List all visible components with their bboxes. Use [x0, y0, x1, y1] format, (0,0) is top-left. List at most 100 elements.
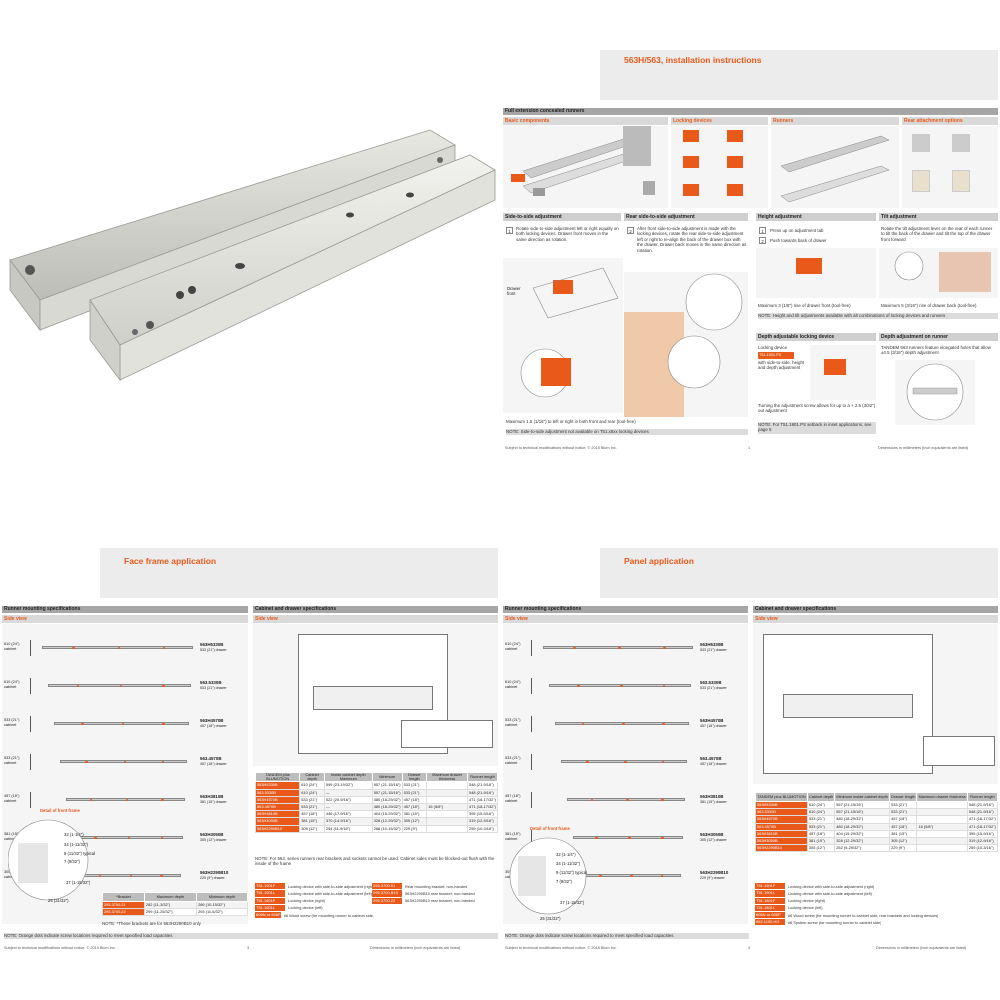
screw-location-dot [160, 874, 163, 877]
table-cell [426, 810, 469, 819]
depth-locking-text-b: with side-to-side, height and depth adju… [758, 360, 805, 371]
basic-components-header: Basic components [503, 117, 668, 125]
cabinet-depth-label: 610 (24") cabinet [4, 642, 20, 651]
page1-title: 563H/563, installation instructions [624, 55, 762, 65]
table-cell: 610 (24") [806, 800, 836, 810]
tilt-adjustment-header: Tilt adjustment [879, 213, 998, 221]
screw-location-dot [663, 646, 666, 649]
table-cell: 446 (17-9/16") [323, 810, 373, 819]
accessory-description: #6 Wood screw (for mounting runner to ca… [283, 912, 375, 918]
height-adjustment-illustration [756, 248, 876, 298]
page3-page-number: 3 [247, 946, 250, 950]
runner-model-code: 563H5330B [700, 642, 724, 647]
tilt-adjustment-max: Maximum 5 (3/16") rise of drawer back (t… [881, 303, 977, 308]
table-cell: 557 (21-15/16") [834, 808, 891, 817]
table-cell: 563.5330B [755, 808, 808, 817]
table-cell: 610 (24") [299, 788, 325, 797]
table-cell: 305 (12") [401, 817, 428, 826]
bracket-header-0: *Bracket [102, 892, 145, 902]
depth-locking-header: Depth adjustable locking device [756, 333, 876, 341]
accessory-code: T51.1901F [255, 883, 285, 890]
runner-model-code: 563H3810B [700, 794, 724, 799]
table-cell: 457 (18") [299, 810, 325, 819]
accessory-code: T51.1801L [255, 904, 285, 911]
table-cell: 328 (12-29/32") [371, 817, 403, 826]
cabinet-side-line [531, 678, 532, 694]
table-cell [916, 837, 968, 846]
depth-locking-code: T51.1901.PS [758, 352, 794, 359]
page3-title: Face frame application [124, 556, 217, 566]
side-adjustment-max: Maximum 1.5 (1/16") to left or right in … [506, 419, 636, 424]
runners-image [771, 126, 899, 208]
runner-model-code: 563.4570B [200, 756, 222, 761]
accessory-description: #6 System screw (for mounting runner to … [788, 919, 882, 925]
depth-locking-note: NOTE: For T51.1901.PS setback in inset a… [758, 422, 876, 434]
runner-model-code: 563H3810B [200, 794, 224, 799]
screw-location-dot [590, 798, 594, 801]
table-cell: 480 (18-29/32") [834, 822, 891, 831]
accessory-description: Locking device (right) [288, 898, 325, 904]
page4-left-section: Runner mounting specifications [503, 606, 748, 613]
table-cell: 381 (15") [889, 829, 918, 839]
table-cell: 563H2290B10 [254, 824, 301, 833]
table-cell: 229 (9") [401, 824, 428, 833]
table-cell: 522 (20-9/16") [323, 795, 373, 805]
depth-locking-illustration [810, 345, 876, 400]
table-cell [426, 781, 469, 790]
accessory-description: Locking device with side-to-side adjustm… [788, 890, 872, 896]
cabinet-depth-label: 533 (21") cabinet [505, 718, 521, 727]
accessory-code: 606N or 606P [755, 911, 785, 919]
screw-location-dot [626, 798, 629, 801]
screw-location-dot [630, 874, 633, 877]
runner-model-code: 563H5330B [200, 642, 224, 647]
table-cell: 563H4570B [254, 795, 301, 805]
cabinet-depth-label: 610 (24") cabinet [505, 642, 521, 651]
page4-title: Panel application [624, 556, 694, 566]
table-cell: 563H3810B [755, 829, 808, 839]
table-cell: 548 (21-9/16") [966, 808, 999, 817]
page3-detail-dim-3: 7 (9/32") [64, 859, 80, 864]
screw-location-dot [662, 722, 665, 725]
table-cell: 259 (10-3/16") [467, 824, 498, 833]
table-cell: 533 (21") [401, 788, 428, 797]
table-cell: 480 (18-29/32") [371, 803, 403, 812]
table-cell: 471 (18-17/32") [966, 822, 999, 831]
table-cell: 370 (14-9/16") [323, 817, 373, 826]
table-cell: 305 (12") [299, 824, 325, 833]
screw-location-dot [72, 646, 75, 649]
cabinet-side-line [30, 754, 31, 770]
screw-location-dot [89, 798, 93, 801]
bracket-cell: 295.3700.22 [102, 908, 145, 917]
accessory-code: T51.1801F [755, 897, 785, 904]
table-cell: 457 (18") [889, 822, 918, 831]
accessory-code: 606N or 606P [255, 911, 281, 919]
table-cell: 328 (12-29/32") [834, 837, 891, 846]
page4-footer-left: Subject to technical modifications witho… [505, 946, 617, 950]
cabinet-depth-label: 533 (21") cabinet [4, 756, 20, 765]
table-cell [916, 800, 968, 810]
side-adjustment-header: Side-to-side adjustment [503, 213, 621, 221]
table-header: Minimum [371, 771, 403, 783]
table-cell: 471 (18-17/32") [467, 795, 498, 805]
runner-drawer-length: 457 (18") drawer [700, 724, 727, 728]
table-header: Drawer length [889, 792, 918, 802]
side-adjustment-note: NOTE: Side-to-side adjustment not availa… [506, 429, 748, 435]
table-header: Maximum drawer thickness [426, 771, 469, 783]
cabinet-depth-label: 381 (15") cabinet [4, 832, 20, 841]
table-cell: — [323, 788, 373, 797]
page3-left-section: Runner mounting specifications [2, 606, 248, 613]
table-cell: 471 (18-17/32") [467, 803, 498, 812]
table-cell: 533 (21") [299, 803, 325, 812]
table-cell [426, 824, 469, 833]
height-adjustment-header: Height adjustment [756, 213, 876, 221]
table-cell: 563.4570B [755, 822, 808, 831]
